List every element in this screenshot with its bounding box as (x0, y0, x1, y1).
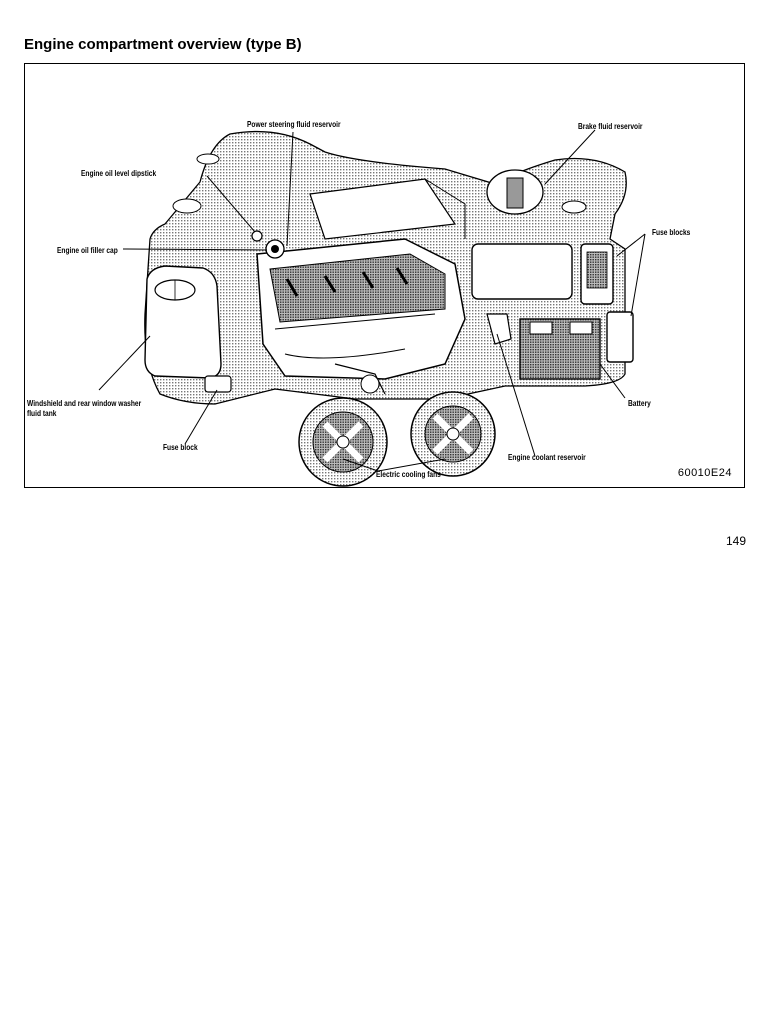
figure-code: 60010E24 (677, 467, 732, 479)
label-washer-tank-line1: Windshield and rear window washer (27, 398, 142, 408)
label-washer-tank-line2: fluid tank (27, 408, 57, 418)
page-number: 149 (725, 534, 746, 548)
label-power-steering: Power steering fluid reservoir (247, 119, 341, 129)
cooling-fan-right (410, 391, 496, 477)
label-battery: Battery (628, 398, 651, 408)
page-title: Engine compartment overview (type B) (24, 36, 302, 53)
label-fuse-blocks: Fuse blocks (652, 227, 691, 237)
label-oil-filler: Engine oil filler cap (57, 245, 118, 255)
engine-illustration (98, 129, 646, 487)
cooling-fan-left (298, 397, 388, 487)
label-brake-fluid: Brake fluid reservoir (578, 121, 643, 131)
label-fuse-block: Fuse block (163, 442, 198, 452)
label-cooling-fans: Electric cooling fans (376, 469, 441, 479)
label-coolant-reservoir: Engine coolant reservoir (508, 452, 586, 462)
label-oil-dipstick: Engine oil level dipstick (81, 168, 157, 178)
engine-compartment-figure: Power steering fluid reservoir Brake flu… (24, 63, 745, 488)
